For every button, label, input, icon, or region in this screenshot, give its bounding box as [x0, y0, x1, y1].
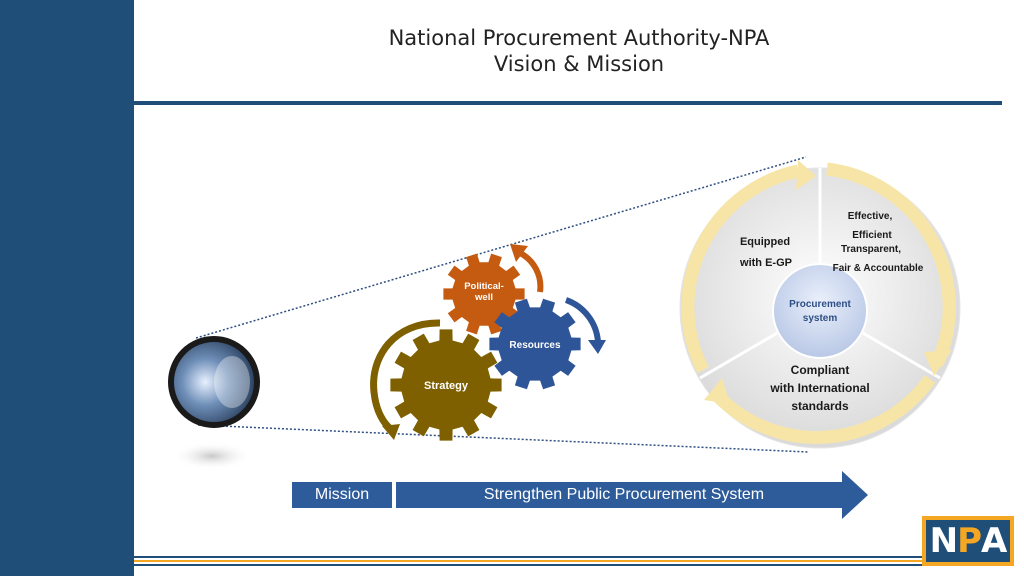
mission-statement: Strengthen Public Procurement System: [483, 486, 765, 503]
eye-highlight: [214, 356, 250, 408]
strategy-rotation-arrow-icon: [370, 319, 441, 433]
page-title-line2: Vision & Mission: [493, 52, 665, 76]
logo-letter-p: P: [957, 521, 982, 561]
projection-line-bottom: [197, 424, 809, 453]
title-divider: [134, 101, 1002, 105]
political-gear-label-line2: well: [474, 292, 493, 303]
cycle-arrowhead-right-icon: [924, 350, 952, 376]
eye-lens-icon: [168, 336, 260, 428]
page-title-line1: National Procurement Authority-NPA: [388, 26, 770, 50]
mission-arrow: [396, 471, 868, 519]
resources-rotation-arrow-icon: [564, 297, 601, 343]
sidebar-band: [0, 0, 134, 576]
efficient-label: Efficient: [852, 230, 892, 241]
fair-accountable-label: Fair & Accountable: [833, 263, 924, 274]
resources-gear-label: Resources: [509, 340, 561, 351]
center-label-line2: system: [803, 313, 838, 324]
strategy-gear-label: Strategy: [424, 380, 469, 392]
gear-resources-shape: [489, 298, 581, 390]
political-rotation-arrow-icon: [516, 249, 544, 293]
transparent-label: Transparent,: [841, 244, 901, 255]
cycle-arrowhead-top-icon: [796, 160, 816, 190]
center-label-line1: Procurement: [789, 299, 851, 310]
cycle-arrows: [681, 162, 956, 444]
lens-shadow: [172, 442, 252, 470]
footer-rule-navy: [134, 556, 922, 558]
standards-label: standards: [791, 399, 849, 413]
gear-strategy-shape: [390, 329, 502, 441]
strategy-arrowhead-icon: [382, 424, 400, 440]
mission-label-box: Mission: [292, 482, 392, 508]
logo-letter-a: A: [981, 521, 1007, 561]
logo-letter-n: N: [929, 521, 958, 561]
footer-rule-orange: [134, 560, 922, 562]
npa-logo: NPA: [922, 516, 1014, 566]
cycle-arrowhead-bottom-icon: [704, 378, 730, 404]
compliant-label: Compliant: [791, 363, 850, 377]
cycle-center-circle: [772, 263, 868, 359]
political-arrowhead-icon: [510, 244, 528, 262]
international-label: with International: [769, 381, 869, 395]
effective-label: Effective,: [848, 211, 893, 222]
equipped-label: Equipped: [740, 236, 790, 248]
footer-rule-navy-2: [134, 564, 922, 566]
strategy-gear: [390, 329, 502, 441]
resources-arrowhead-icon: [588, 340, 606, 354]
resources-gear: [489, 298, 581, 390]
political-gear-label-line1: Political-: [464, 281, 504, 292]
egp-label: with E-GP: [739, 257, 792, 269]
